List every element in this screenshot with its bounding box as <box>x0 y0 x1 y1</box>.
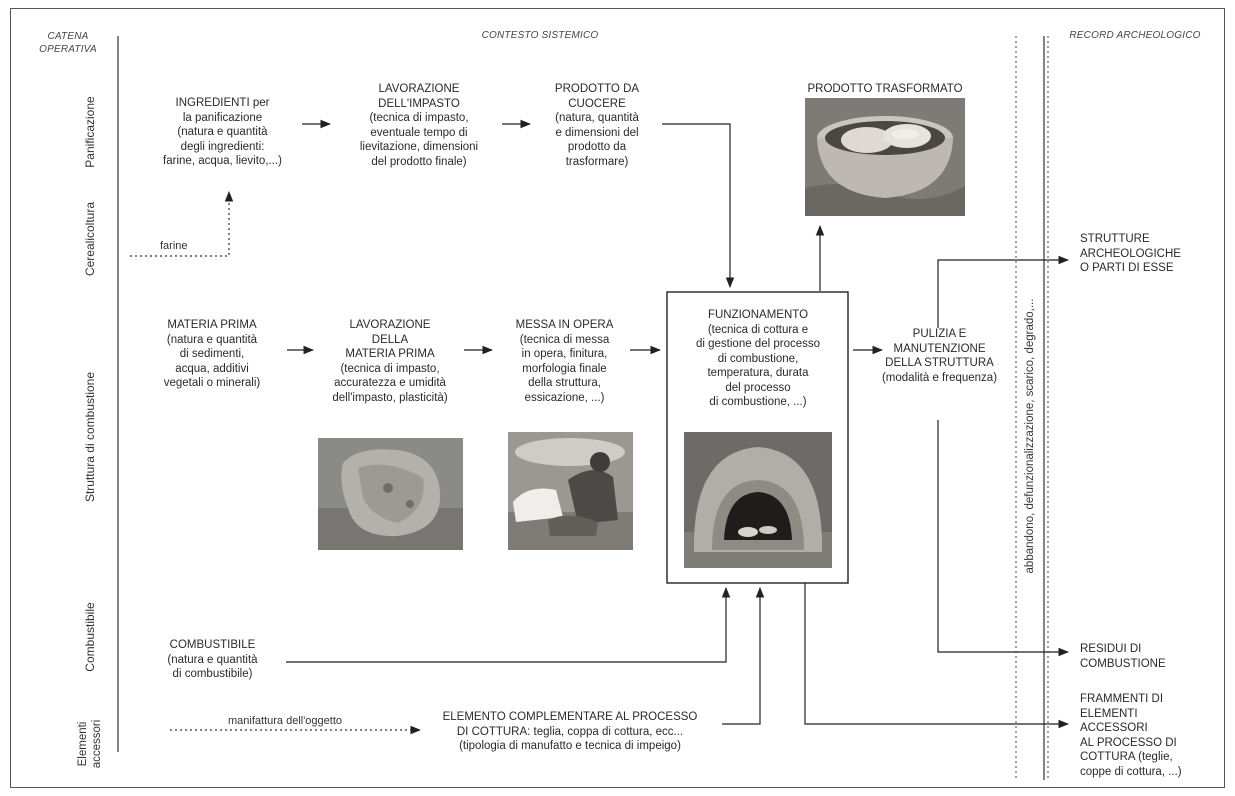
label-farine: farine <box>160 240 188 252</box>
node-prodotto-trasformato: PRODOTTO TRASFORMATO <box>807 83 963 95</box>
label-abbandono: abbandono, defunzionalizzazione, scarico… <box>1024 298 1036 574</box>
bread-bowl-photo <box>805 98 965 216</box>
header-record-archeologico: RECORD ARCHEOLOGICO <box>1069 30 1201 41</box>
row-label-panificazione: Panificazione <box>83 96 97 168</box>
row-label-struttura: Struttura di combustione <box>83 371 97 503</box>
arrow-prodotto-funzionamento <box>662 123 735 289</box>
arrow-elemento-funzionamento <box>722 586 765 725</box>
row-label-combustibile: Combustibile <box>83 602 97 672</box>
arrow-pulizia-strutture <box>937 255 1070 328</box>
label-manifattura: manifattura dell'oggetto <box>228 715 343 727</box>
row-label-cerealicoltura: Cerealicoltura <box>83 201 97 277</box>
arrow-combustibile-funzionamento <box>286 586 731 663</box>
building-oven-photo <box>508 432 633 550</box>
clay-material-photo <box>318 438 463 550</box>
oven-photo <box>684 432 832 568</box>
arrow-farine <box>130 190 234 257</box>
header-contesto-sistemico: CONTESTO SISTEMICO <box>481 30 599 41</box>
arrow-funzionamento-frammenti <box>804 583 1070 729</box>
funzionamento-box <box>666 291 849 584</box>
arrow-pulizia-residui <box>937 420 1070 657</box>
diagram-frame <box>10 8 1225 788</box>
